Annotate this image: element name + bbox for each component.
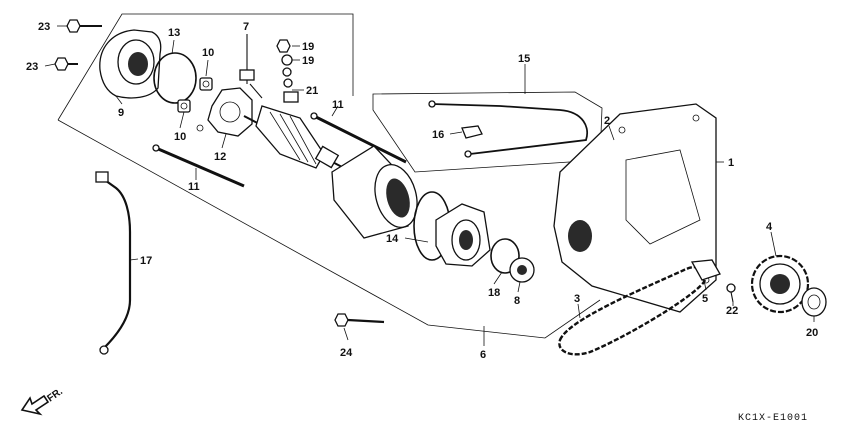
through-bolt-lower — [152, 144, 245, 188]
label-part-1: 1 — [728, 157, 734, 169]
label-part-2: 2 — [604, 115, 610, 127]
label-part-13: 13 — [168, 27, 180, 39]
label-part-19b: 19 — [302, 55, 314, 67]
bolt-23a — [66, 19, 102, 33]
label-part-19a: 19 — [302, 41, 314, 53]
bolt-23b — [54, 57, 78, 71]
label-part-20: 20 — [806, 327, 818, 339]
label-part-5: 5 — [702, 293, 708, 305]
o-ring-18 — [490, 238, 520, 274]
label-part-14: 14 — [386, 233, 399, 245]
label-part-17: 17 — [140, 255, 152, 267]
label-part-10a: 10 — [202, 47, 214, 59]
rear-cover — [99, 29, 162, 99]
label-part-16: 16 — [432, 129, 444, 141]
brush-holder — [196, 87, 253, 137]
cover-plate — [553, 103, 717, 313]
label-part-7: 7 — [243, 21, 249, 33]
through-bolt-upper — [310, 112, 407, 164]
label-part-12: 12 — [214, 151, 226, 163]
terminal-bolt — [239, 34, 263, 99]
label-part-4: 4 — [766, 221, 773, 233]
bolt-22 — [726, 283, 736, 303]
small-sprocket — [509, 257, 535, 283]
label-part-8: 8 — [514, 295, 520, 307]
clip-5 — [690, 259, 721, 281]
grommet-16 — [461, 125, 483, 139]
label-part-18: 18 — [488, 287, 500, 299]
label-part-3: 3 — [574, 293, 580, 305]
cable-kit-box — [372, 91, 603, 173]
leader-lines — [44, 25, 815, 346]
large-sprocket — [750, 254, 810, 314]
brush-10a — [199, 77, 213, 91]
label-part-23b: 23 — [26, 61, 38, 73]
label-part-22: 22 — [726, 305, 738, 317]
cable-15 — [428, 100, 588, 158]
seal-20 — [801, 287, 827, 317]
o-ring-13 — [153, 52, 197, 104]
label-part-24: 24 — [340, 347, 353, 359]
label-part-15: 15 — [518, 53, 530, 65]
label-part-11a: 11 — [332, 99, 344, 111]
armature — [243, 105, 345, 169]
front-direction-arrow: FR. — [20, 386, 65, 416]
drawing-code: KC1X-E1001 — [738, 413, 808, 424]
label-part-21: 21 — [306, 85, 318, 97]
label-part-6: 6 — [480, 349, 486, 361]
label-part-23a: 23 — [38, 21, 50, 33]
label-part-10b: 10 — [174, 131, 186, 143]
terminal-nuts — [276, 39, 299, 103]
bolt-24 — [334, 313, 385, 327]
motor-case — [331, 145, 418, 239]
front-bracket — [413, 191, 491, 267]
assembly-bracket-outline — [57, 13, 601, 339]
ground-cable-17 — [95, 171, 132, 355]
label-part-11b: 11 — [188, 181, 200, 193]
label-part-9: 9 — [118, 107, 124, 119]
brush-10b — [177, 99, 191, 113]
